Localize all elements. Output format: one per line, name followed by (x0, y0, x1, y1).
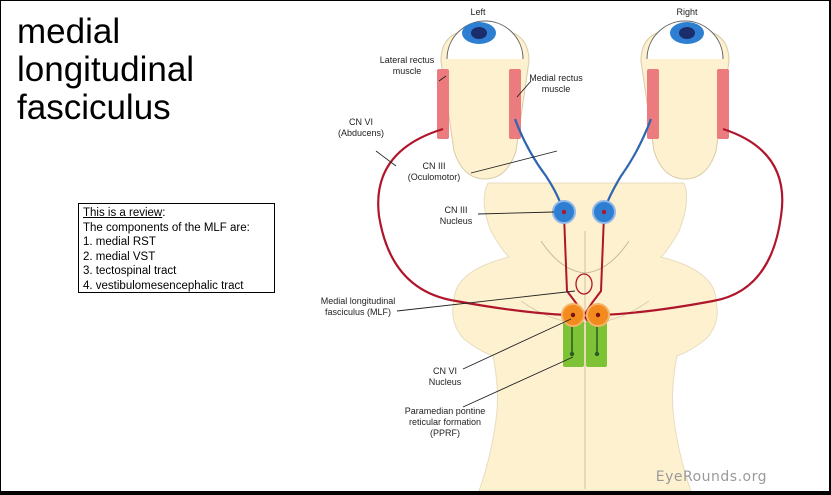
title-line-3: fasciculus (17, 88, 171, 127)
review-box: This is a review: The components of the … (78, 203, 275, 293)
review-heading-colon: : (162, 207, 166, 219)
label-lateral-rectus-2: muscle (393, 66, 422, 76)
label-cn3-nucleus-1: CN III (444, 205, 467, 215)
review-item-2: 2. medial VST (83, 250, 156, 263)
leader-cn3-nucleus (477, 211, 555, 215)
title-line-1: medial (17, 12, 121, 51)
label-right: Right (676, 7, 698, 17)
pprf-left (563, 321, 584, 367)
review-item-1: 1. medial RST (83, 236, 156, 248)
label-cn6-nucleus-2: Nucleus (429, 377, 462, 387)
label-lateral-rectus-1: Lateral rectus (380, 55, 435, 65)
cn6-right-nerve (600, 127, 784, 317)
left-lateral-rectus (437, 69, 449, 139)
cn6-left-nerve (377, 127, 568, 317)
right-lateral-rectus (717, 69, 729, 139)
leader-cn3-oculomotor (470, 150, 558, 174)
label-left: Left (470, 7, 486, 17)
review-item-3: 3. tectospinal tract (83, 265, 177, 277)
review-heading: This is a review: (83, 206, 270, 221)
cn3-nucleus-dot-left (561, 209, 567, 215)
leader-medial-rectus (516, 80, 532, 98)
slide-title: medial longitudinal fasciculus (17, 13, 317, 127)
leader-pprf (462, 356, 574, 408)
label-cn6-abducens-2: (Abducens) (338, 128, 384, 138)
mlf-crossing-loop (575, 273, 593, 295)
label-medial-rectus-1: Medial rectus (529, 73, 583, 83)
leader-cn6-nucleus (462, 318, 572, 370)
right-medial-rectus (647, 69, 659, 139)
cn6-nucleus-dot-left (570, 312, 576, 318)
label-mlf-2: fasciculus (MLF) (325, 307, 391, 317)
label-cn6-abducens-1: CN VI (349, 117, 373, 127)
label-cn3-oculomotor-1: CN III (422, 161, 445, 171)
label-mlf-1: Medial longitudinal (321, 296, 396, 306)
left-pupil (471, 27, 487, 39)
label-cn6-nucleus-1: CN VI (433, 366, 457, 376)
label-pprf-2: reticular formation (409, 417, 481, 427)
title-line-2: longitudinal (17, 50, 195, 89)
review-intro: The components of the MLF are: (83, 221, 250, 234)
label-cn3-nucleus-2: Nucleus (440, 216, 473, 226)
review-heading-underlined: This is a review (83, 207, 163, 219)
watermark: EyeRounds.org (656, 469, 767, 485)
label-medial-rectus-2: muscle (542, 84, 571, 94)
left-medial-rectus (509, 69, 521, 139)
left-orbit (440, 30, 530, 180)
pprf-left-dot (569, 351, 575, 357)
leader-cn6-abducens (375, 150, 397, 167)
label-pprf-3: (PPRF) (430, 428, 460, 438)
mlf-left-tract (563, 214, 595, 332)
leader-mlf (396, 290, 576, 312)
review-item-4: 4. vestibulomesencephalic tract (83, 279, 244, 292)
cn3-nucleus-dot-right (601, 209, 607, 215)
label-pprf-1: Paramedian pontine (405, 406, 486, 416)
label-cn3-oculomotor-2: (Oculomotor) (408, 172, 461, 182)
cn6-nucleus-dot-right (595, 312, 601, 318)
right-pupil (679, 27, 695, 39)
leader-lateral-rectus (438, 75, 447, 82)
pprf-right-dot (594, 351, 600, 357)
